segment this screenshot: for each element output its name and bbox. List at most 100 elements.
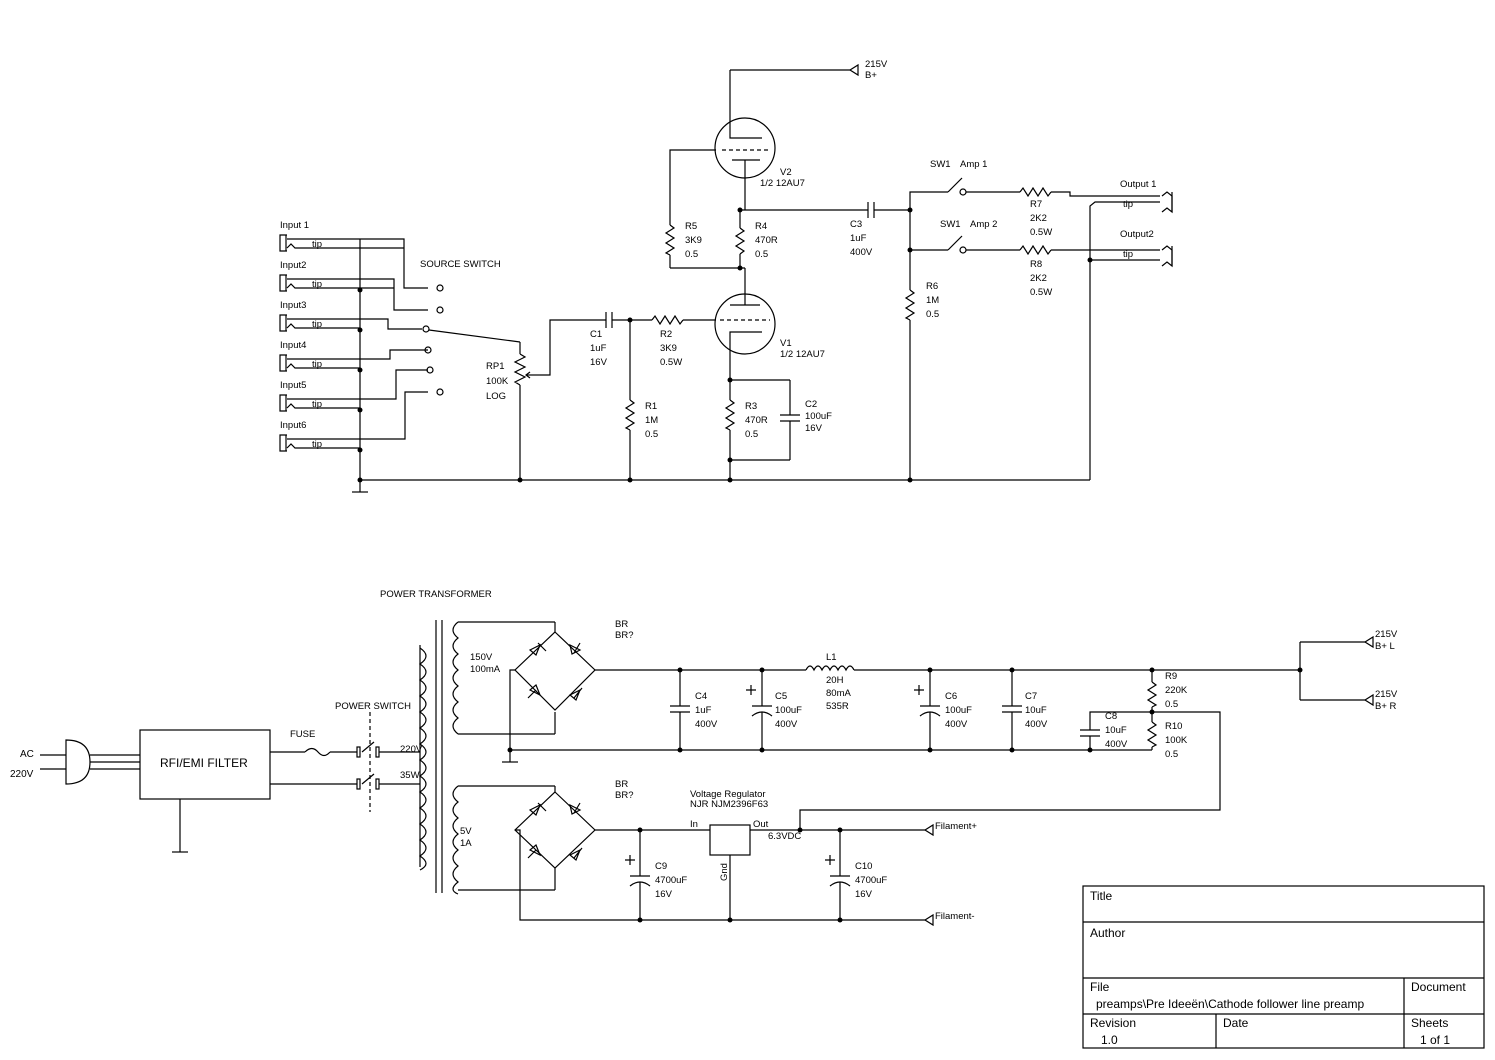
input-1-tip: tip [312, 239, 322, 250]
c7-ref: C7 [1025, 691, 1037, 702]
c2-extra: 16V [805, 423, 823, 434]
revision-value: 1.0 [1101, 1033, 1118, 1047]
bplus-l-voltage: 215V [1375, 629, 1398, 640]
c9-value: 4700uF [655, 875, 687, 886]
r2-ref: R2 [660, 329, 672, 340]
r2-extra: 0.5W [660, 357, 682, 368]
input-5-tip: tip [312, 399, 322, 410]
c9-ref: C9 [655, 861, 667, 872]
v2-value: 1/2 12AU7 [760, 178, 805, 189]
c8-ref: C8 [1105, 711, 1117, 722]
output-2-tip: tip [1123, 249, 1133, 260]
r7-value: 2K2 [1030, 213, 1047, 224]
bplus-l-name: B+ L [1375, 641, 1395, 652]
input-5-label: Input5 [280, 380, 306, 391]
r5-value: 3K9 [685, 235, 702, 246]
file-label: File [1090, 980, 1110, 994]
input-6-label: Input6 [280, 420, 306, 431]
file-value: preamps\Pre Ideeën\Cathode follower line… [1096, 997, 1364, 1011]
input-1-label: Input 1 [280, 220, 309, 231]
c10-value: 4700uF [855, 875, 887, 886]
regulator-title: Voltage Regulator [690, 789, 766, 800]
c3-ref: C3 [850, 219, 862, 230]
r9-ref: R9 [1165, 671, 1177, 682]
title-label: Title [1090, 889, 1113, 903]
br2-ref: BR [615, 779, 628, 790]
r10-ref: R10 [1165, 721, 1182, 732]
c7-value: 10uF [1025, 705, 1047, 716]
input-jacks: Input 1 tip Input2 tip Input3 tip Input4… [279, 220, 521, 493]
r10-extra: 0.5 [1165, 749, 1178, 760]
r7-extra: 0.5W [1030, 227, 1052, 238]
c8-value: 10uF [1105, 725, 1127, 736]
c6-value: 100uF [945, 705, 972, 716]
r3-ref: R3 [745, 401, 757, 412]
c8-extra: 400V [1105, 739, 1128, 750]
c10-extra: 16V [855, 889, 873, 900]
r1-ref: R1 [645, 401, 657, 412]
c10-ref: C10 [855, 861, 872, 872]
r6-extra: 0.5 [926, 309, 939, 320]
document-label: Document [1411, 980, 1466, 994]
preamp-circuit: RP1 100K LOG C1 1uF 16V R2 3K9 0.5W R1 1… [360, 59, 1173, 483]
regulator-in: In [690, 819, 698, 830]
primary-power: 35W [400, 770, 420, 781]
regulator-out: Out [753, 819, 769, 830]
r9-value: 220K [1165, 685, 1188, 696]
rp1-ref: RP1 [486, 361, 504, 372]
bplus-top-name: B+ [865, 70, 877, 81]
r6-value: 1M [926, 295, 939, 306]
r3-extra: 0.5 [745, 429, 758, 440]
sw1b-ref: SW1 [940, 219, 961, 230]
secondary1-voltage: 150V [470, 652, 493, 663]
rfi-filter-label: RFI/EMI FILTER [160, 756, 248, 770]
input-2-label: Input2 [280, 260, 306, 271]
r7-ref: R7 [1030, 199, 1042, 210]
v1-ref: V1 [780, 338, 792, 349]
br1-ref: BR [615, 619, 628, 630]
r5-extra: 0.5 [685, 249, 698, 260]
c4-extra: 400V [695, 719, 718, 730]
input-2-tip: tip [312, 279, 322, 290]
input-4-tip: tip [312, 359, 322, 370]
source-switch-label: SOURCE SWITCH [420, 259, 501, 270]
r5-ref: R5 [685, 221, 697, 232]
c3-extra: 400V [850, 247, 873, 258]
v1-value: 1/2 12AU7 [780, 349, 825, 360]
filament-plus-label: Filament+ [935, 821, 977, 832]
regulator-gnd: Gnd [719, 863, 730, 881]
l1-resistance: 535R [826, 701, 849, 712]
output-2-label: Output2 [1120, 229, 1154, 240]
rp1-value: 100K [486, 376, 509, 387]
l1-ref: L1 [826, 652, 837, 663]
r8-ref: R8 [1030, 259, 1042, 270]
bplus-top-voltage: 215V [865, 59, 888, 70]
secondary2-voltage: 5V [460, 826, 472, 837]
author-label: Author [1090, 926, 1125, 940]
title-block: Title Author File preamps\Pre Ideeën\Cat… [1082, 885, 1485, 1049]
c1-ref: C1 [590, 329, 602, 340]
output-1-tip: tip [1123, 199, 1133, 210]
r9-extra: 0.5 [1165, 699, 1178, 710]
c6-ref: C6 [945, 691, 957, 702]
c1-extra: 16V [590, 357, 608, 368]
input-4-label: Input4 [280, 340, 306, 351]
revision-label: Revision [1090, 1016, 1136, 1030]
bplus-r-voltage: 215V [1375, 689, 1398, 700]
r3-value: 470R [745, 415, 768, 426]
regulator-part: NJR NJM2396F63 [690, 799, 768, 810]
c9-extra: 16V [655, 889, 673, 900]
l1-current: 80mA [826, 688, 851, 699]
r4-value: 470R [755, 235, 778, 246]
date-label: Date [1223, 1016, 1249, 1030]
power-supply: AC 220V RFI/EMI FILTER FUSE POWER SWITCH… [10, 589, 1398, 927]
c5-ref: C5 [775, 691, 787, 702]
rp1-extra: LOG [486, 391, 506, 402]
power-transformer-label: POWER TRANSFORMER [380, 589, 492, 600]
primary-voltage: 220V [400, 744, 423, 755]
c7-extra: 400V [1025, 719, 1048, 730]
r2-value: 3K9 [660, 343, 677, 354]
sheets-label: Sheets [1411, 1016, 1448, 1030]
sw1b-label: Amp 2 [970, 219, 997, 230]
